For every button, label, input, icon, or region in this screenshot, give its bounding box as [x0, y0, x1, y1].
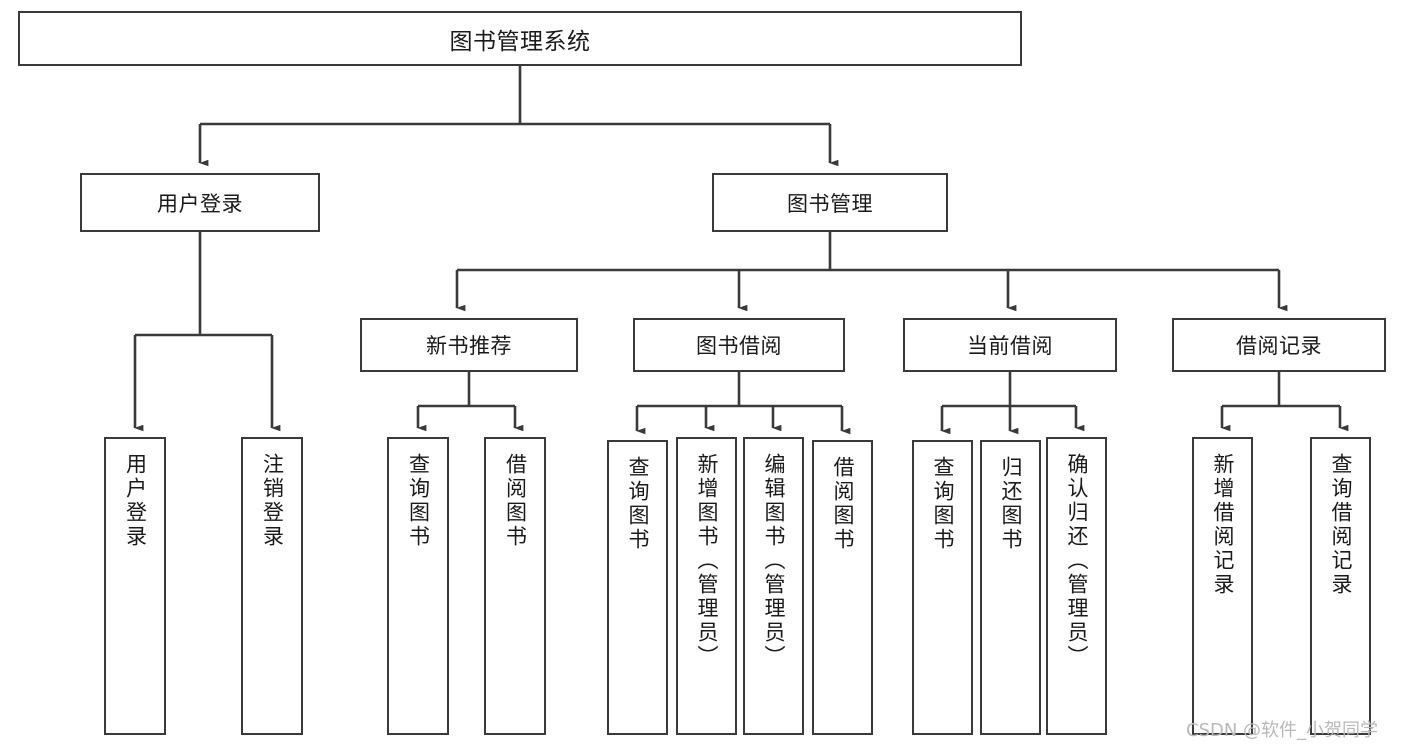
node-borrow-record-label: 借阅记录 — [1236, 334, 1322, 358]
node-leaf-user-login-label: 用户登录 — [123, 453, 148, 549]
node-leaf-query-record-label: 查询借阅记录 — [1329, 453, 1353, 597]
node-leaf-query-book-cur-label: 查询图书 — [931, 456, 955, 552]
node-book-manage-label: 图书管理 — [787, 191, 873, 216]
node-current-borrow[interactable]: 当前借阅 — [903, 318, 1117, 372]
node-new-book-recommend-label: 新书推荐 — [426, 334, 512, 358]
node-borrow-record[interactable]: 借阅记录 — [1172, 318, 1386, 372]
node-book-borrow-label: 图书借阅 — [696, 334, 782, 358]
node-root-label: 图书管理系统 — [449, 28, 591, 55]
node-new-book-recommend[interactable]: 新书推荐 — [360, 318, 578, 372]
node-leaf-query-record[interactable]: 查询借阅记录 — [1310, 437, 1371, 735]
node-leaf-borrow-book-rec-label: 借阅图书 — [503, 453, 528, 549]
node-current-borrow-label: 当前借阅 — [967, 334, 1053, 358]
node-leaf-query-book-cur[interactable]: 查询图书 — [912, 440, 973, 735]
node-book-manage[interactable]: 图书管理 — [712, 173, 948, 232]
node-user-login[interactable]: 用户登录 — [80, 173, 320, 232]
node-leaf-add-book-admin[interactable]: 新增图书（管理员） — [676, 437, 737, 735]
node-leaf-query-book-rec[interactable]: 查询图书 — [387, 437, 449, 735]
node-user-login-label: 用户登录 — [157, 191, 243, 216]
node-leaf-borrow-book-rec[interactable]: 借阅图书 — [484, 437, 546, 735]
node-leaf-borrow-book[interactable]: 借阅图书 — [812, 440, 873, 735]
node-leaf-query-book-rec-label: 查询图书 — [406, 453, 431, 549]
node-book-borrow[interactable]: 图书借阅 — [633, 318, 845, 372]
node-leaf-query-book-borrow-label: 查询图书 — [626, 456, 650, 552]
node-leaf-edit-book-admin-label: 编辑图书（管理员） — [762, 453, 786, 669]
node-leaf-borrow-book-label: 借阅图书 — [831, 456, 855, 552]
node-root[interactable]: 图书管理系统 — [18, 11, 1022, 66]
node-leaf-query-book-borrow[interactable]: 查询图书 — [607, 440, 668, 735]
node-leaf-add-record[interactable]: 新增借阅记录 — [1192, 437, 1253, 735]
node-leaf-user-login[interactable]: 用户登录 — [104, 437, 166, 735]
node-leaf-return-book-label: 归还图书 — [999, 456, 1023, 552]
node-leaf-add-book-admin-label: 新增图书（管理员） — [695, 453, 719, 669]
node-leaf-logout-label: 注销登录 — [260, 453, 285, 549]
csdn-watermark: CSDN @软件_小贺同学 — [1186, 720, 1379, 741]
node-leaf-confirm-return-admin-label: 确认归还（管理员） — [1065, 453, 1089, 669]
node-leaf-edit-book-admin[interactable]: 编辑图书（管理员） — [743, 437, 804, 735]
node-leaf-confirm-return-admin[interactable]: 确认归还（管理员） — [1046, 437, 1107, 735]
node-leaf-add-record-label: 新增借阅记录 — [1211, 453, 1235, 597]
node-leaf-return-book[interactable]: 归还图书 — [980, 440, 1041, 735]
node-leaf-logout[interactable]: 注销登录 — [241, 437, 303, 735]
